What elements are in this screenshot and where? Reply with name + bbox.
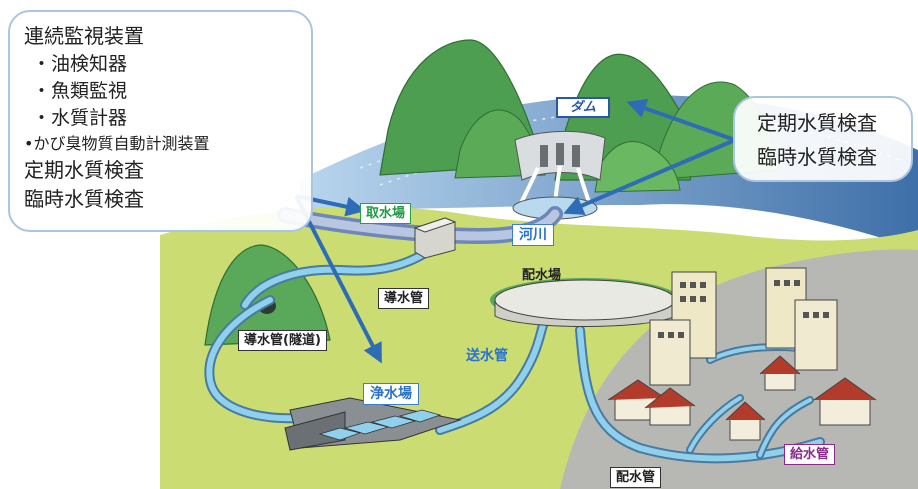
continuous-monitoring-title: 連続監視装置: [24, 24, 144, 48]
intake-label: 取水場: [360, 203, 412, 224]
purification-plant: [284, 397, 462, 451]
fish-monitoring-item: ・魚類監視: [32, 80, 128, 102]
dam: [512, 131, 606, 220]
monitoring-callout-left: 連続監視装置 ・油検知器 ・魚類監視 ・水質計器 •かび臭物質自動計測装置 定期…: [8, 10, 313, 232]
water-quality-meter-item: ・水質計器: [32, 107, 128, 129]
regular-inspection-line: 定期水質検査: [757, 111, 877, 135]
city-buildings: [649, 267, 838, 386]
temporary-inspection-line: 臨時水質検査: [24, 187, 144, 211]
service-pipe-label: 給水管: [784, 444, 836, 465]
oil-detector-item: ・油検知器: [32, 53, 128, 75]
regular-inspection-line: 定期水質検査: [24, 158, 144, 182]
monitoring-callout-right: 定期水質検査 臨時水質検査: [733, 96, 913, 182]
intake-building: [413, 217, 457, 259]
pipes: [204, 245, 825, 464]
musty-odor-analyzer-item: •かび臭物質自動計測装置: [24, 134, 210, 153]
distribution-station-label: 配水場: [522, 268, 562, 283]
river-label: 河川: [512, 224, 554, 246]
conduit-label: 導水管: [378, 288, 430, 309]
dam-label: ダム: [556, 97, 611, 118]
tunnel-conduit-label: 導水管(隧道): [238, 330, 327, 351]
purification-plant-label: 浄水場: [363, 383, 419, 405]
distribution-pipe-label: 配水管: [610, 467, 662, 488]
houses: [607, 355, 877, 441]
temporary-inspection-line: 臨時水質検査: [757, 145, 877, 169]
transmission-pipe-label: 送水管: [466, 348, 508, 364]
distribution-reservoir: [490, 278, 680, 327]
